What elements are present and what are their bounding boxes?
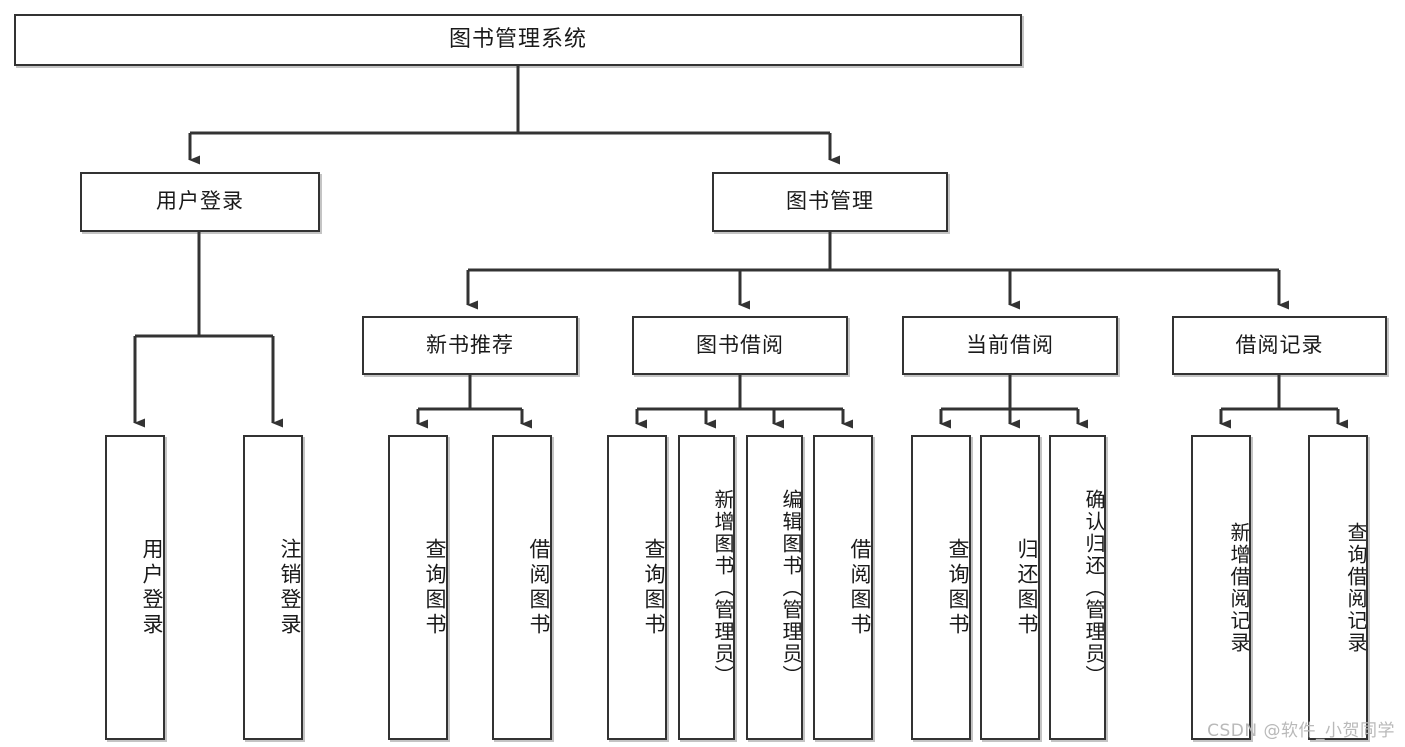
leaf-logout[interactable]: 注销登录 xyxy=(243,435,303,740)
leaf-borrow-edit-book-admin[interactable]: 编辑图书（管理员） xyxy=(746,435,803,740)
node-current-borrow[interactable]: 当前借阅 xyxy=(902,316,1118,375)
node-new-book-recommend[interactable]: 新书推荐 xyxy=(362,316,578,375)
leaf-records-query-record[interactable]: 查询借阅记录 xyxy=(1308,435,1368,740)
leaf-current-query-book[interactable]: 查询图书 xyxy=(911,435,971,740)
watermark-credit: CSDN @软件_小贺同学 xyxy=(1207,721,1395,741)
node-root-system[interactable]: 图书管理系统 xyxy=(14,14,1022,66)
node-borrow-records[interactable]: 借阅记录 xyxy=(1172,316,1387,375)
leaf-records-add-record[interactable]: 新增借阅记录 xyxy=(1191,435,1251,740)
leaf-user-login[interactable]: 用户登录 xyxy=(105,435,165,740)
leaf-borrow-add-book-admin[interactable]: 新增图书（管理员） xyxy=(678,435,735,740)
leaf-current-confirm-return-admin[interactable]: 确认归还（管理员） xyxy=(1049,435,1106,740)
leaf-current-return-book[interactable]: 归还图书 xyxy=(980,435,1040,740)
leaf-borrow-query-book[interactable]: 查询图书 xyxy=(607,435,667,740)
node-user-login[interactable]: 用户登录 xyxy=(80,172,320,232)
node-book-borrow[interactable]: 图书借阅 xyxy=(632,316,848,375)
node-book-management[interactable]: 图书管理 xyxy=(712,172,948,232)
leaf-newbook-query-book[interactable]: 查询图书 xyxy=(388,435,448,740)
leaf-newbook-borrow-book[interactable]: 借阅图书 xyxy=(492,435,552,740)
leaf-borrow-borrow-book[interactable]: 借阅图书 xyxy=(813,435,873,740)
